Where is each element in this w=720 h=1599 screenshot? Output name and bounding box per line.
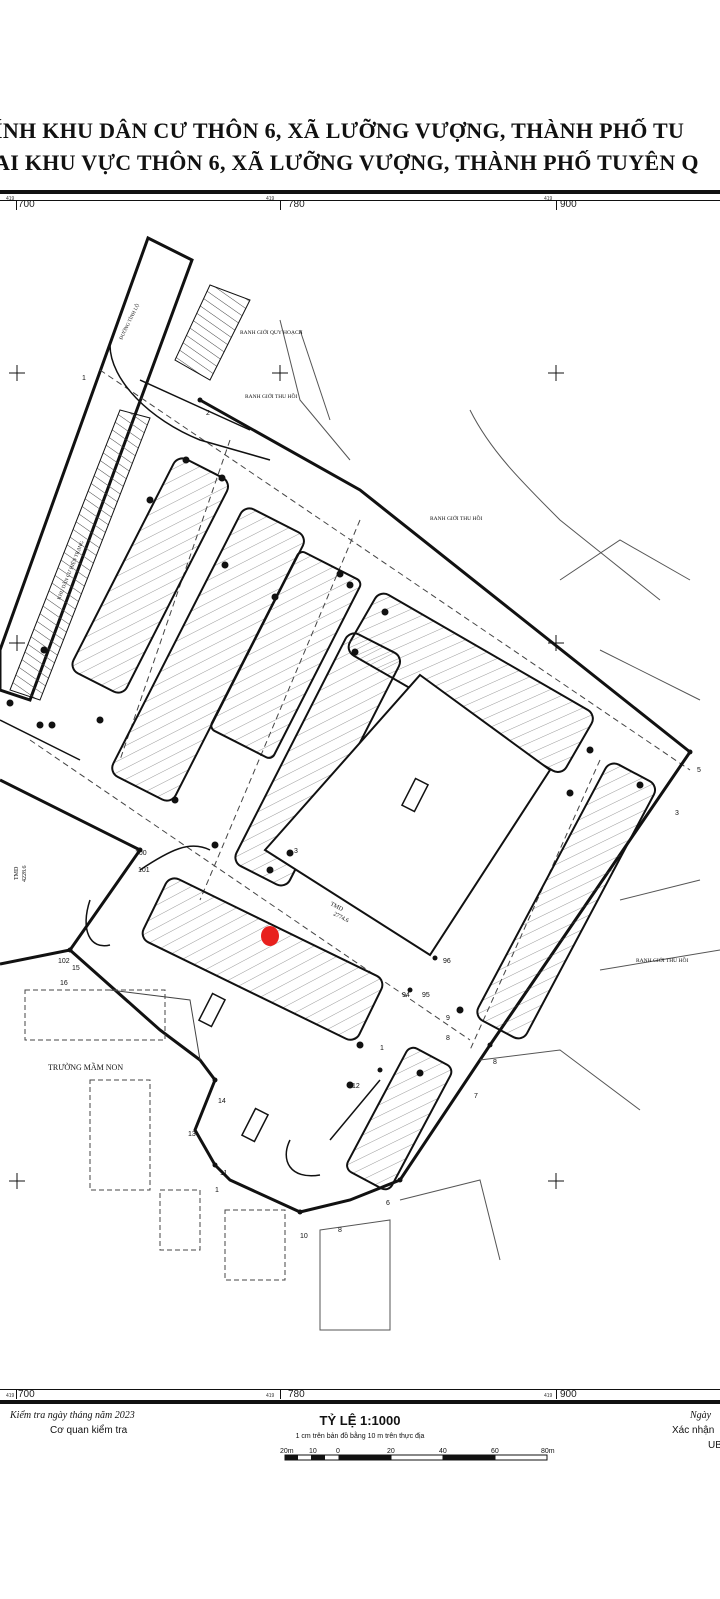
label-tmd-2: TMD xyxy=(329,901,344,913)
grid-tick xyxy=(556,1389,557,1399)
scale-bar xyxy=(284,1454,548,1461)
svg-text:10: 10 xyxy=(300,1233,308,1240)
label-ranh-thu-hoi-1: RANH GIỚI THU HỒI xyxy=(245,392,297,400)
frame-top-border xyxy=(0,190,720,194)
grid-coord-bottom-2: 780 xyxy=(288,1389,305,1400)
svg-text:13: 13 xyxy=(188,1131,196,1138)
svg-text:3: 3 xyxy=(294,848,298,855)
svg-text:1: 1 xyxy=(215,1187,219,1194)
grid-crosses xyxy=(9,365,564,1189)
check-date-line: Kiểm tra ngày tháng năm 2023 xyxy=(10,1410,135,1421)
boundary-vertices xyxy=(67,397,693,1215)
grid-tick xyxy=(16,1389,17,1399)
label-ranh-quy-hoach: RANH GIỚI QUY HOẠCH xyxy=(240,328,303,336)
map-title-line-2: AI KHU VỰC THÔN 6, XÃ LƯỠNG VƯỢNG, THÀNH… xyxy=(0,150,699,175)
svg-text:9: 9 xyxy=(446,1015,450,1022)
grid-coord-top-2: 780 xyxy=(288,199,305,210)
svg-text:100: 100 xyxy=(135,850,147,857)
svg-text:11: 11 xyxy=(220,1170,227,1177)
point-numbers: 1 2 5 3 8 7 6 10 8 11 1 13 14 15 16 102 … xyxy=(58,375,701,1240)
svg-text:12: 12 xyxy=(352,1083,360,1090)
grid-prefix-top-3: 419 xyxy=(544,196,553,202)
tmd-lot-large xyxy=(263,673,552,957)
svg-text:101: 101 xyxy=(138,867,150,874)
scale-label: 20 xyxy=(387,1448,395,1455)
svg-text:94: 94 xyxy=(402,992,410,999)
grid-prefix-bottom-2: 419 xyxy=(266,1393,275,1399)
label-tmd-2-area: 2774.6 xyxy=(332,911,349,924)
grid-coord-top-1: 700 xyxy=(18,199,35,210)
svg-text:8: 8 xyxy=(338,1227,342,1234)
checking-agency: Cơ quan kiểm tra xyxy=(50,1425,128,1436)
frame-top-inner-line xyxy=(0,200,720,201)
label-ranh-thu-hoi-3: RANH GIỚI THU HỒI xyxy=(636,956,688,964)
existing-area xyxy=(174,284,251,381)
scale-title: TỶ LỆ 1:1000 xyxy=(319,1413,401,1428)
state-road xyxy=(0,235,194,702)
kindergarten-buildings xyxy=(24,989,286,1281)
svg-text:16: 16 xyxy=(60,980,68,987)
frame-bottom-inner-line xyxy=(0,1389,720,1390)
scale-label: 60 xyxy=(491,1448,499,1455)
map-title-line-1: ÍNH KHU DÂN CƯ THÔN 6, XÃ LƯỠNG VƯỢNG, T… xyxy=(0,118,685,143)
svg-text:102: 102 xyxy=(58,958,70,965)
cadastral-map: 1 2 5 3 8 7 6 10 8 11 1 13 14 15 16 102 … xyxy=(0,235,720,1331)
grid-prefix-bottom-3: 419 xyxy=(544,1393,553,1399)
grid-tick xyxy=(556,200,557,210)
scale-label: 10 xyxy=(309,1448,317,1455)
grid-prefix-top-2: 419 xyxy=(266,196,275,202)
grid-prefix-bottom-1: 419 xyxy=(6,1393,15,1399)
block-f xyxy=(141,877,384,1041)
grid-tick xyxy=(280,1389,281,1399)
grid-tick xyxy=(280,200,281,210)
tmd-marker xyxy=(400,777,430,813)
right-committee-label: UB xyxy=(708,1440,720,1451)
svg-text:3: 3 xyxy=(675,810,679,817)
road-curbs xyxy=(0,344,381,1177)
outside-parcels xyxy=(279,319,720,1331)
svg-text:5: 5 xyxy=(697,767,701,774)
block-b xyxy=(111,507,362,802)
lot-corner-points xyxy=(6,456,644,1089)
svg-text:15: 15 xyxy=(72,965,80,972)
svg-text:8: 8 xyxy=(493,1059,497,1066)
scale-label: 20m xyxy=(280,1448,294,1455)
svg-text:8: 8 xyxy=(446,1035,450,1042)
grid-coord-bottom-1: 700 xyxy=(18,1389,35,1400)
right-date-label: Ngày xyxy=(690,1410,712,1421)
label-tmd-1-area: 4228.6 xyxy=(22,866,28,883)
scale-label: 0 xyxy=(336,1448,340,1455)
block-d xyxy=(476,762,657,1040)
svg-text:1: 1 xyxy=(82,375,86,382)
grid-coord-bottom-3: 900 xyxy=(560,1389,577,1400)
grid-tick xyxy=(16,200,17,210)
svg-text:2: 2 xyxy=(206,410,210,417)
block-e xyxy=(346,1046,453,1191)
grid-prefix-top-1: 419 xyxy=(6,196,15,202)
scale-label: 40 xyxy=(439,1448,447,1455)
scale-note: 1 cm trên bản đồ bằng 10 m trên thực địa xyxy=(295,1433,425,1440)
label-ranh-thu-hoi-2: RANH GIỚI THU HỒI xyxy=(430,514,482,522)
svg-text:7: 7 xyxy=(474,1093,478,1100)
scale-label: 80m xyxy=(541,1448,555,1455)
svg-text:96: 96 xyxy=(443,958,451,965)
svg-text:95: 95 xyxy=(422,992,430,999)
svg-text:1: 1 xyxy=(380,1045,384,1052)
block-a xyxy=(71,457,230,694)
grid-coord-top-3: 900 xyxy=(560,199,577,210)
svg-text:6: 6 xyxy=(386,1200,390,1207)
label-tmd-1: TMD xyxy=(14,866,20,880)
frame-bottom-border xyxy=(0,1400,720,1404)
svg-text:14: 14 xyxy=(218,1098,226,1105)
highlight-dot xyxy=(261,926,279,946)
right-confirm-label: Xác nhận xyxy=(672,1425,715,1436)
label-truong-mam-non: TRƯỜNG MẦM NON xyxy=(48,1062,123,1072)
